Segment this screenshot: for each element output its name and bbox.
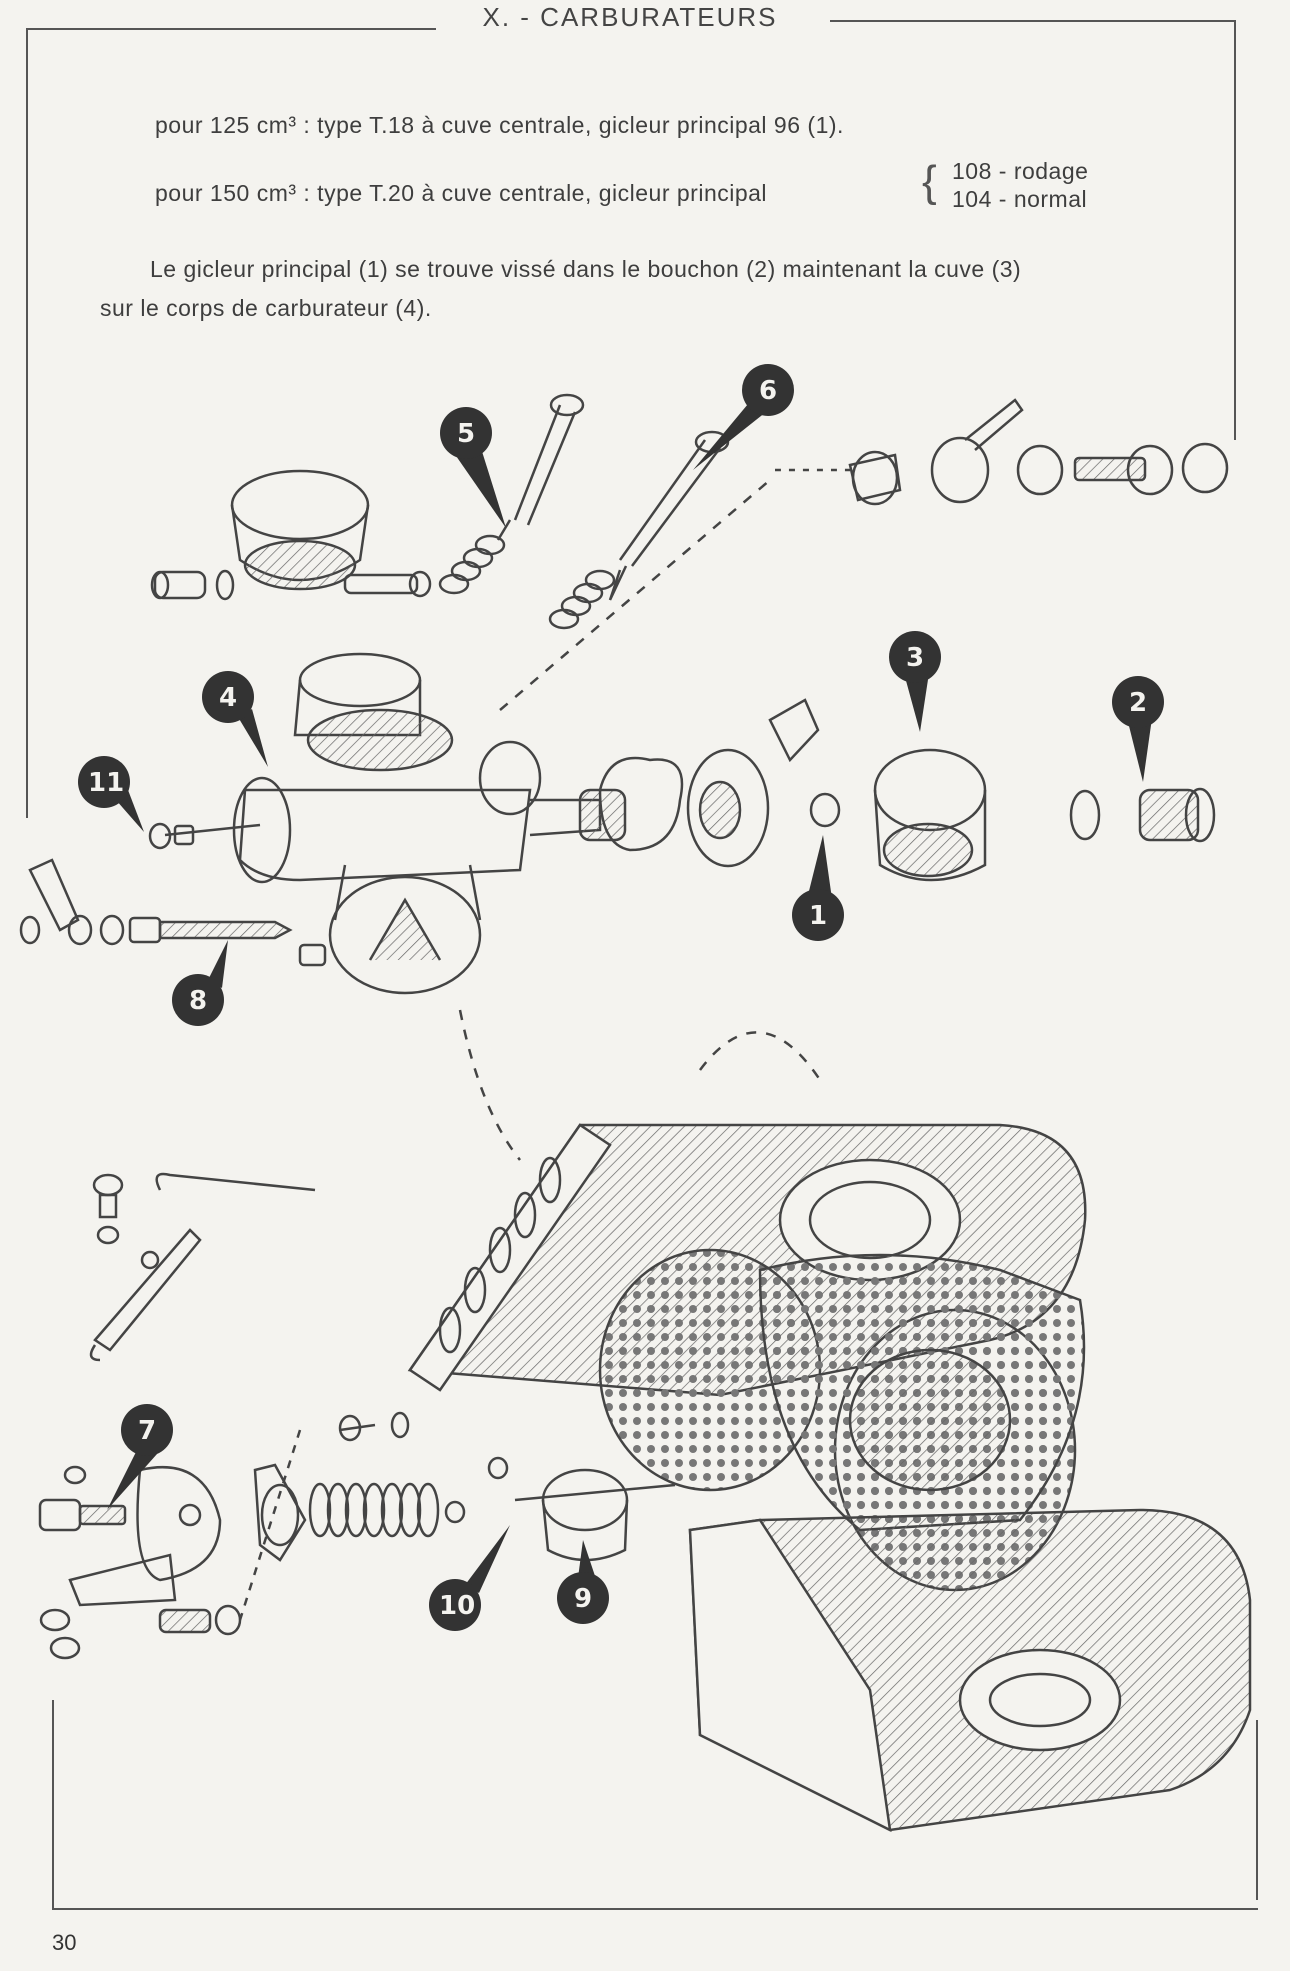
callout-marker-10: 10: [429, 1525, 510, 1631]
throttle-link-parts: [89, 1172, 316, 1362]
frame-right-bottom: [1256, 1720, 1258, 1900]
screw-5-part: [438, 393, 585, 595]
callout-marker-7: 7: [107, 1404, 173, 1510]
callout-label-3: 3: [906, 643, 924, 673]
spec-option-normal: 104 - normal: [952, 186, 1088, 212]
spec-line-125: pour 125 cm³ : type T.18 à cuve centrale…: [155, 112, 844, 138]
callout-marker-4: 4: [202, 671, 268, 767]
description-line-2: sur le corps de carburateur (4).: [100, 295, 432, 321]
frame-left-bottom: [52, 1700, 54, 1910]
screw-8-parts: [19, 858, 327, 967]
jet-11-part: [148, 822, 261, 850]
frame-right-top: [1234, 20, 1236, 440]
callout-label-9: 9: [574, 1584, 592, 1614]
callout-marker-6: 6: [693, 364, 794, 470]
callout-marker-3: 3: [889, 631, 941, 732]
callout-label-5: 5: [457, 419, 475, 449]
clamp-ring-part: [150, 469, 432, 601]
callout-label-7: 7: [138, 1416, 156, 1446]
callout-label-4: 4: [219, 683, 237, 713]
callout-marker-8: 8: [172, 940, 228, 1026]
page-number: 30: [52, 1930, 77, 1955]
needle-6-part: [548, 430, 730, 630]
callout-label-8: 8: [189, 986, 207, 1016]
banjo-fitting-parts: [775, 398, 1229, 506]
callout-marker-5: 5: [440, 407, 506, 528]
callout-markers: 5 6 4 11 3: [78, 364, 1164, 1631]
spec-option-rodage: 108 - rodage: [952, 158, 1089, 184]
description-line-1: Le gicleur principal (1) se trouve vissé…: [150, 256, 1022, 282]
air-filter-box-part: [407, 1123, 1087, 1592]
callout-marker-9: 9: [557, 1540, 609, 1624]
dashed-connector-bottom: [458, 1009, 521, 1161]
callout-label-1: 1: [809, 901, 827, 931]
callout-marker-1: 1: [792, 835, 844, 941]
callout-marker-2: 2: [1112, 676, 1164, 782]
float-chamber-parts: [598, 698, 1216, 882]
callout-label-11: 11: [88, 768, 124, 798]
dashed-connector-right: [699, 1031, 822, 1081]
callout-marker-11: 11: [78, 756, 144, 832]
callout-label-2: 2: [1129, 688, 1147, 718]
dashed-connector-top: [499, 479, 771, 711]
callout-label-6: 6: [759, 376, 777, 406]
lower-cover-part: [688, 1508, 1252, 1833]
frame-top-right: [830, 20, 1236, 22]
carburetor-body-4-part: [232, 652, 627, 995]
callout-label-10: 10: [439, 1591, 475, 1621]
spec-brace: {: [922, 157, 937, 206]
frame-left-top: [26, 28, 28, 818]
frame-bottom: [52, 1908, 1258, 1910]
spec-line-150: pour 150 cm³ : type T.20 à cuve centrale…: [155, 180, 768, 206]
frame-top-left: [26, 28, 436, 30]
page-title: X. - CARBURATEURS: [440, 2, 820, 33]
